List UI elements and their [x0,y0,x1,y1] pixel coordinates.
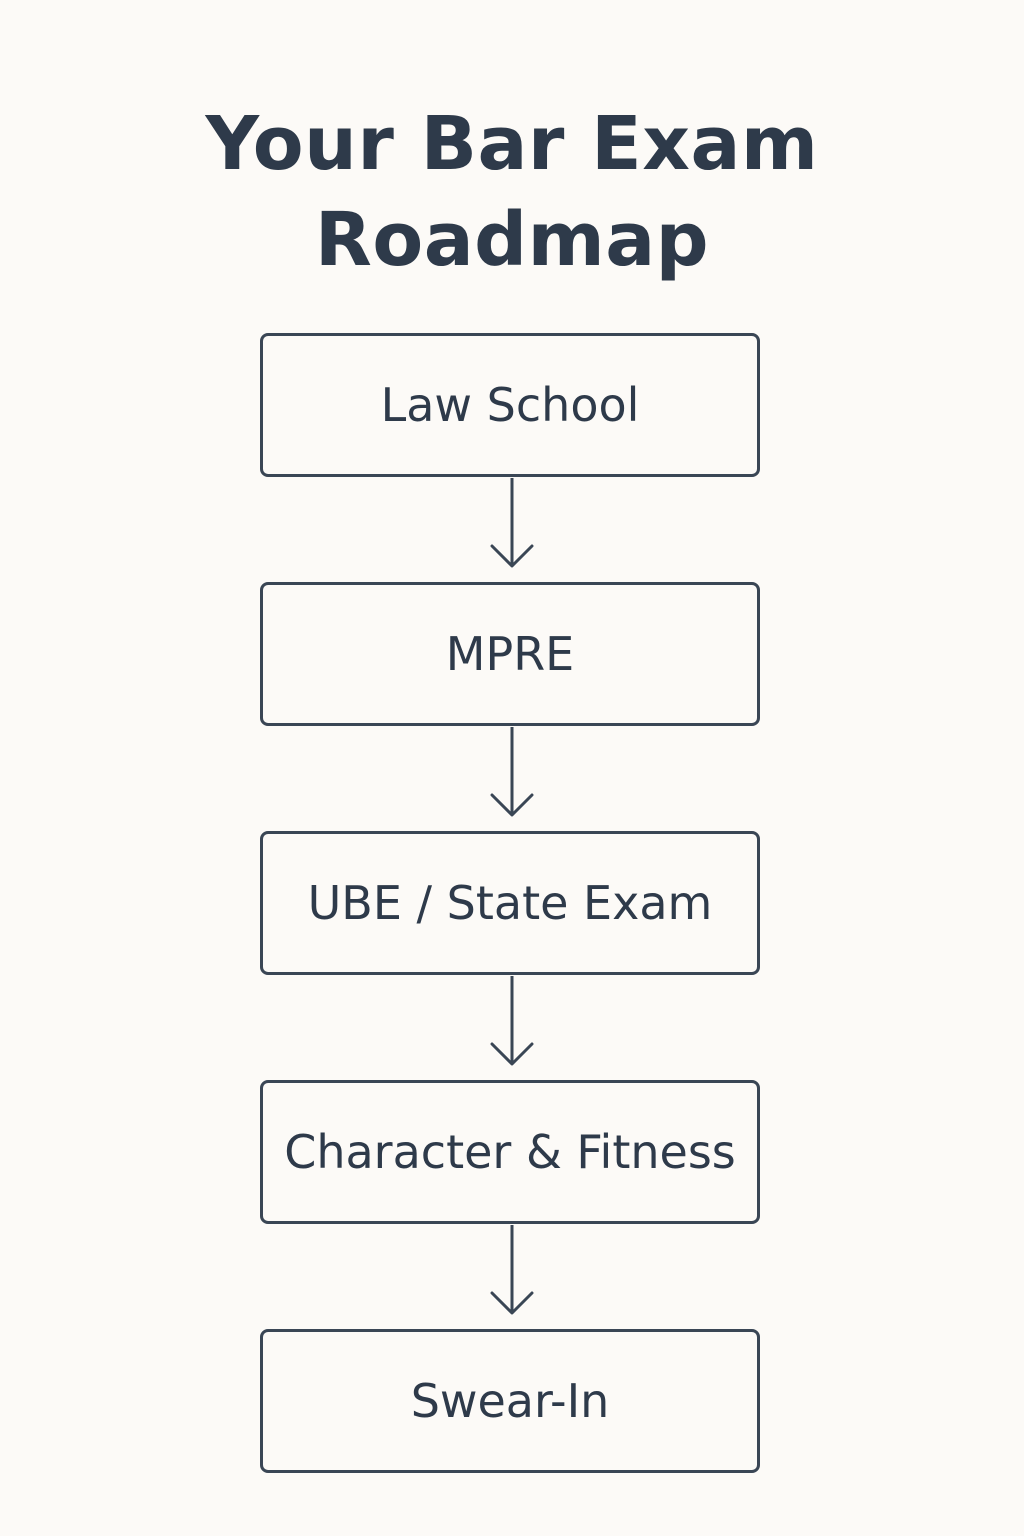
flow-arrow-down-icon [482,727,542,821]
step-ube-state-exam: UBE / State Exam [260,831,760,975]
flow-arrow-down-icon [482,1225,542,1319]
page-title-line-2: Roadmap [314,197,710,283]
flow-arrow-down-icon [482,976,542,1070]
page-title-line-1: Your Bar Exam [205,101,819,187]
step-label: UBE / State Exam [307,876,713,930]
step-label: Law School [380,378,640,432]
step-law-school: Law School [260,333,760,477]
step-mpre: MPRE [260,582,760,726]
page-title: Your Bar Exam Roadmap [0,96,1024,288]
step-character-fitness: Character & Fitness [260,1080,760,1224]
flow-arrow-down-icon [482,478,542,572]
step-label: MPRE [445,627,575,681]
step-label: Character & Fitness [284,1125,736,1179]
step-swear-in: Swear-In [260,1329,760,1473]
step-label: Swear-In [410,1374,610,1428]
